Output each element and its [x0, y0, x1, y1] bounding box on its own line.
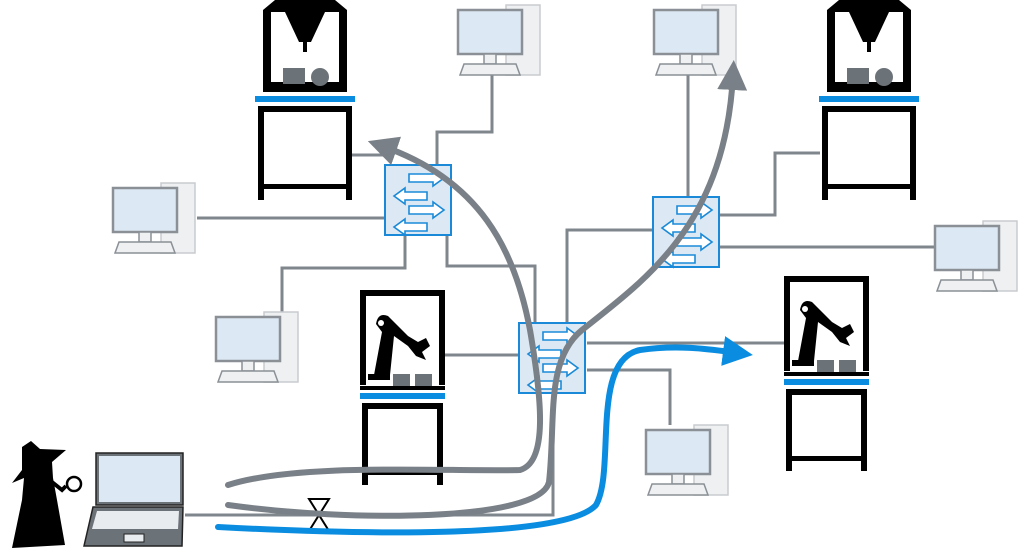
cnc-machine-icon — [255, 0, 355, 200]
desktop-icon — [214, 310, 300, 384]
desktop-icon — [652, 3, 738, 77]
attack-path — [225, 60, 748, 519]
link — [435, 75, 494, 165]
attack-path — [225, 136, 544, 488]
detective-icon — [12, 441, 83, 548]
link — [185, 393, 555, 517]
robot-arm-icon — [360, 290, 445, 485]
link — [565, 228, 652, 323]
desktop-icon — [456, 3, 542, 77]
link — [445, 235, 537, 323]
laptop-icon — [83, 452, 184, 547]
cnc-machine-icon — [819, 0, 919, 200]
link — [587, 368, 672, 425]
desktop-icon — [644, 423, 730, 497]
link — [280, 235, 407, 313]
desktop-icon — [933, 219, 1019, 293]
desktop-icon — [111, 181, 197, 255]
robot-arm-icon — [784, 276, 869, 471]
highlight-path — [215, 336, 753, 536]
link — [720, 151, 820, 217]
